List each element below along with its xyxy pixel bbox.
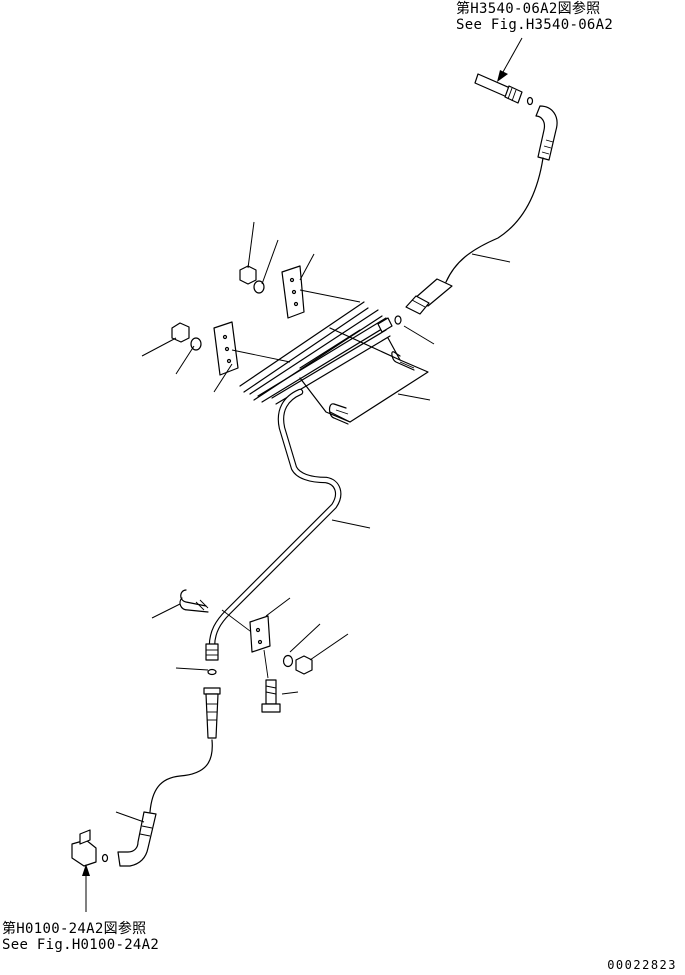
o-ring-lower [207, 668, 217, 676]
main-steel-tube [205, 388, 342, 661]
reference-top-jp: 第H3540-06A2図参照 [456, 1, 601, 17]
pipe-bundle [239, 301, 393, 405]
lower-clamp-assembly [171, 321, 291, 376]
u-bolt-left [328, 403, 349, 425]
u-bolt-right [391, 351, 415, 371]
lower-bracket-assembly [249, 615, 313, 713]
callout-leaders [115, 221, 511, 823]
mounting-plate [299, 327, 429, 423]
reference-top-en: See Fig.H3540-06A2 [456, 17, 614, 33]
reference-bottom-en: See Fig.H0100-24A2 [2, 937, 160, 953]
document-id: 00022823 [607, 958, 677, 972]
reference-note-bottom: 第H0100-24A2図参照 See Fig.H0100-24A2 [2, 921, 159, 953]
upper-hose-end-nut [394, 278, 453, 325]
lower-hose-assembly [71, 687, 221, 867]
reference-arrow-bottom [82, 864, 90, 912]
reference-arrow-top [497, 37, 523, 82]
upper-flexible-hose [445, 157, 544, 283]
upper-hose-fitting [474, 73, 558, 161]
upper-clamp-assembly [239, 265, 361, 319]
reference-bottom-jp: 第H0100-24A2図参照 [2, 921, 147, 937]
reference-note-top: 第H3540-06A2図参照 See Fig.H3540-06A2 [456, 1, 613, 33]
